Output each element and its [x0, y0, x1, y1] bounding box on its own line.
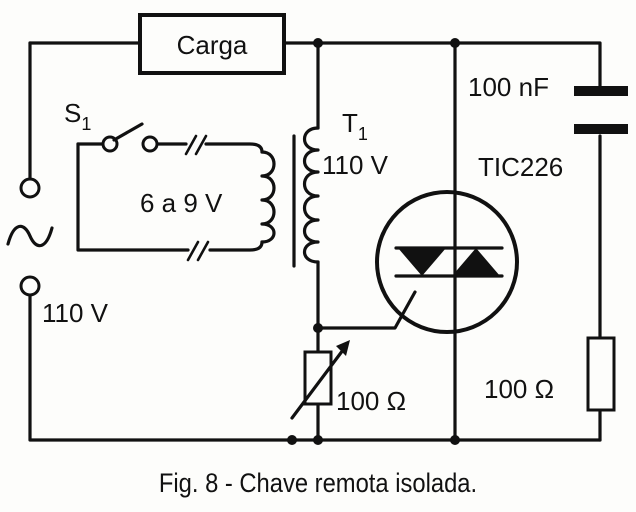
capacitor-label: 100 nF: [468, 72, 549, 102]
secondary-top: [204, 142, 264, 154]
secondary-coil: [260, 150, 276, 244]
secondary-loop-left: [76, 142, 190, 252]
triac-body: [375, 190, 519, 334]
triac-diode-right: [452, 248, 500, 276]
potentiometer: [290, 340, 350, 420]
terminal-bottom: [19, 275, 41, 297]
resistor: [586, 336, 616, 412]
triac-tic226: [375, 190, 519, 334]
figure-caption: Fig. 8 - Chave remota isolada.: [158, 468, 478, 498]
switch-blade: [112, 122, 144, 142]
potentiometer-arrow-shaft: [290, 344, 348, 420]
bottom-rail: [28, 294, 602, 442]
top-wire-right: [282, 41, 602, 90]
wires: [28, 41, 602, 442]
mains-voltage-label: 110 V: [42, 298, 109, 328]
gate-wire: [316, 290, 417, 330]
load-label: Carga: [177, 30, 248, 60]
switch-label: S1: [64, 98, 91, 134]
junctions: [287, 38, 460, 445]
break-mark-bottom: [186, 240, 210, 262]
transformer-label: T1: [342, 108, 368, 144]
low-voltage-label: 6 a 9 V: [140, 188, 223, 218]
transformer-voltage-label: 110 V: [322, 150, 389, 180]
terminal-top: [19, 177, 41, 199]
resistor-label: 100 Ω: [484, 374, 554, 404]
potentiometer-arrow-head: [336, 340, 350, 356]
secondary-bottom: [208, 240, 264, 252]
triac-diode-left: [398, 248, 446, 276]
potentiometer-label: 100 Ω: [336, 386, 406, 416]
transformer-t1: [260, 126, 320, 268]
capacitor: [574, 86, 628, 134]
ac-source-icon: [6, 224, 54, 248]
mains-terminals: [6, 177, 54, 297]
primary-coil: [302, 126, 320, 264]
break-mark-top: [184, 134, 208, 156]
switch-s1: [101, 122, 159, 153]
triac-label: TIC226: [478, 152, 563, 182]
load-box: Carga: [138, 13, 286, 75]
